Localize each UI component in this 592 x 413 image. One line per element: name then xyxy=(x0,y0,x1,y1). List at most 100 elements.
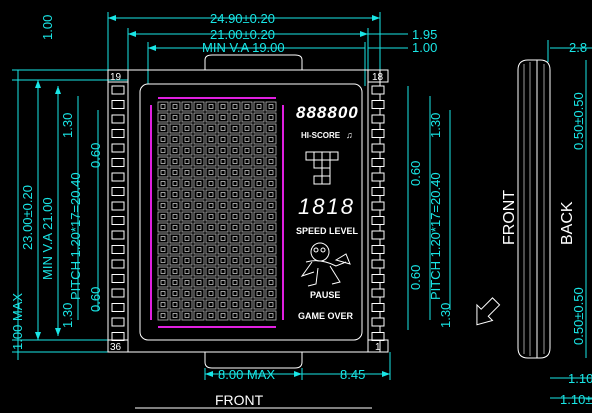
matrix-dot xyxy=(241,266,253,277)
matrix-dot-inner xyxy=(268,192,274,197)
matrix-dot-inner xyxy=(232,236,238,241)
matrix-dot xyxy=(253,211,265,222)
matrix-dot xyxy=(181,178,193,189)
matrix-dot-inner xyxy=(268,115,274,120)
matrix-dot-inner xyxy=(220,148,226,153)
matrix-dot xyxy=(265,310,277,321)
top-dimension-lines xyxy=(107,12,408,86)
matrix-dot xyxy=(181,255,193,266)
pin-pad xyxy=(371,100,385,109)
matrix-dot-inner xyxy=(160,192,166,197)
matrix-dot-inner xyxy=(184,247,190,252)
matrix-dot-inner xyxy=(160,214,166,219)
matrix-dot xyxy=(181,123,193,134)
matrix-dot xyxy=(205,266,217,277)
matrix-dot-inner xyxy=(184,192,190,197)
matrix-dot-inner xyxy=(196,291,202,296)
matrix-dot-inner xyxy=(256,181,262,186)
pin-pad xyxy=(111,317,125,327)
matrix-dot xyxy=(157,101,169,112)
matrix-dot-inner xyxy=(196,192,202,197)
matrix-dot xyxy=(241,145,253,156)
matrix-dot xyxy=(241,101,253,112)
matrix-dot-inner xyxy=(244,225,250,230)
matrix-dot-inner xyxy=(244,247,250,252)
matrix-dot xyxy=(169,288,181,299)
matrix-dot xyxy=(169,244,181,255)
matrix-dot xyxy=(241,134,253,145)
pin-pad xyxy=(111,158,125,167)
matrix-dot xyxy=(241,189,253,200)
matrix-dot-inner xyxy=(232,192,238,197)
matrix-dot xyxy=(253,277,265,288)
matrix-dot xyxy=(253,310,265,321)
matrix-dot xyxy=(217,134,229,145)
matrix-dot xyxy=(265,156,277,167)
matrix-dot-inner xyxy=(208,137,214,142)
matrix-dot xyxy=(157,112,169,123)
matrix-dot-inner xyxy=(184,181,190,186)
pin-pad xyxy=(371,245,385,254)
matrix-dot-inner xyxy=(160,126,166,131)
left-130-bot-dim: 1.30 xyxy=(60,303,75,328)
matrix-dot-inner xyxy=(256,148,262,153)
matrix-dot xyxy=(241,222,253,233)
pin-pad xyxy=(111,245,125,254)
matrix-dot-inner xyxy=(208,313,214,318)
matrix-dot xyxy=(157,233,169,244)
matrix-dot xyxy=(169,112,181,123)
matrix-dot xyxy=(205,112,217,123)
matrix-dot xyxy=(253,123,265,134)
matrix-dot xyxy=(181,112,193,123)
matrix-dot-inner xyxy=(196,225,202,230)
matrix-dot xyxy=(253,233,265,244)
matrix-dot xyxy=(253,266,265,277)
matrix-dot xyxy=(253,101,265,112)
matrix-dot-inner xyxy=(268,181,274,186)
matrix-dot-inner xyxy=(268,104,274,109)
matrix-dot-inner xyxy=(244,236,250,241)
matrix-dot-inner xyxy=(208,214,214,219)
matrix-dot-inner xyxy=(184,291,190,296)
pin-pad xyxy=(371,85,385,95)
matrix-dot-inner xyxy=(232,137,238,142)
matrix-dot xyxy=(265,145,277,156)
right-130-bot-dim: 1.30 xyxy=(438,303,453,328)
matrix-dot-inner xyxy=(268,313,274,318)
matrix-dot-inner xyxy=(244,313,250,318)
matrix-dot xyxy=(181,156,193,167)
matrix-dot xyxy=(193,189,205,200)
pin-pad xyxy=(371,129,385,138)
left-060-bot-dim: 0.60 xyxy=(88,287,103,312)
matrix-dot-inner xyxy=(220,170,226,175)
matrix-dot xyxy=(265,134,277,145)
matrix-dot xyxy=(193,200,205,211)
matrix-dot-inner xyxy=(232,203,238,208)
matrix-dot xyxy=(193,288,205,299)
matrix-dot xyxy=(265,112,277,123)
matrix-dot-inner xyxy=(256,302,262,307)
matrix-dot xyxy=(193,244,205,255)
matrix-dot-inner xyxy=(172,203,178,208)
pin-pad xyxy=(371,317,385,327)
matrix-dot-inner xyxy=(244,115,250,120)
matrix-dot-inner xyxy=(268,302,274,307)
matrix-dot xyxy=(169,178,181,189)
pins-left xyxy=(111,85,125,341)
matrix-dot-inner xyxy=(256,313,262,318)
height-total-dim: 23.00±0.20 xyxy=(20,185,35,250)
matrix-dot xyxy=(265,266,277,277)
matrix-dot xyxy=(229,145,241,156)
matrix-dot xyxy=(169,156,181,167)
matrix-dot-inner xyxy=(232,225,238,230)
glass-width-dim: 21.00±0.20 xyxy=(210,27,275,42)
matrix-dot xyxy=(169,277,181,288)
pin-label-box-br xyxy=(367,339,389,353)
matrix-dot xyxy=(193,167,205,178)
matrix-dot xyxy=(205,123,217,134)
matrix-dot xyxy=(193,134,205,145)
matrix-dot xyxy=(217,145,229,156)
matrix-dot-inner xyxy=(172,170,178,175)
matrix-dot-inner xyxy=(196,247,202,252)
matrix-dot-inner xyxy=(268,247,274,252)
